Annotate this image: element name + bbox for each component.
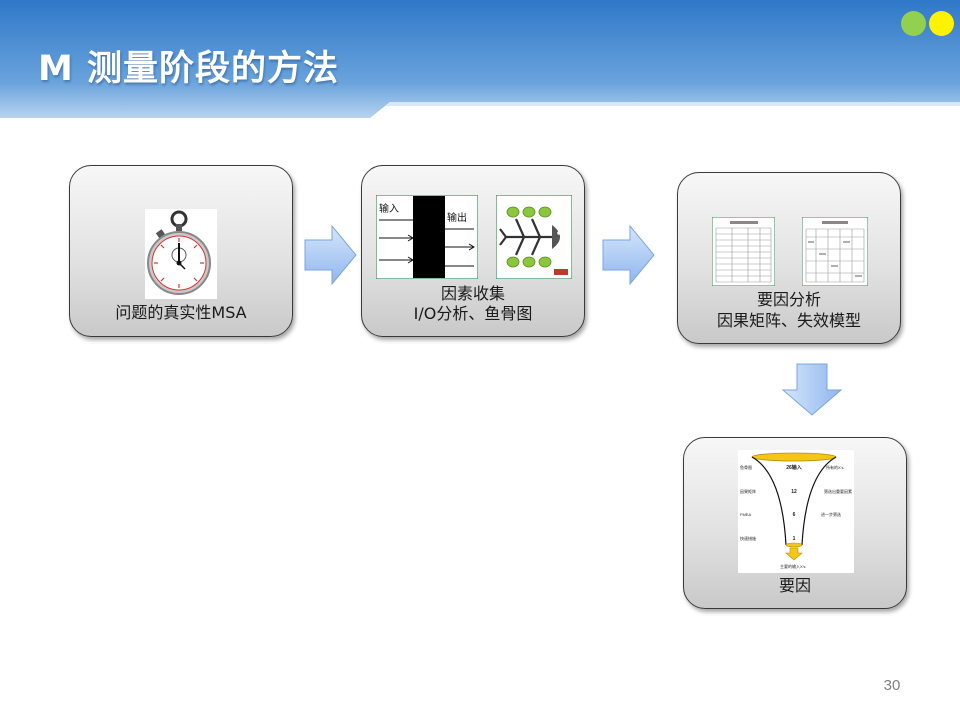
step-msa-box: 问题的真实性MSA xyxy=(69,165,293,337)
cause-effect-matrix-document-icon xyxy=(711,216,776,290)
step-key-causes-label: 要因 xyxy=(778,576,811,595)
funnel-bottom-label: 主要的输入X’s xyxy=(780,563,805,569)
step-factor-collection-box: 输入 输出 因素 xyxy=(361,165,585,337)
funnel-row-1-left: 鱼骨图 xyxy=(740,464,752,470)
step-msa-label: 问题的真实性MSA xyxy=(115,303,247,322)
step-key-cause-analysis-box: 要因分析 因果矩阵、失效模型 xyxy=(677,172,901,344)
step-key-cause-analysis-methods: 因果矩阵、失效模型 xyxy=(716,311,861,330)
funnel-row-1-right: 所有的X’s xyxy=(826,464,843,470)
fmea-document-icon xyxy=(801,216,869,290)
page-number: 30 xyxy=(883,677,901,694)
funnel-row-2-count: 12 xyxy=(791,489,797,495)
green-dot-icon xyxy=(901,11,926,36)
funnel-row-2-left: 因果矩阵 xyxy=(740,488,756,494)
page-title: M 测量阶段的方法 xyxy=(38,49,340,89)
fishbone-icon xyxy=(495,194,573,283)
funnel-row-2-right: 筛选出重要因素 xyxy=(824,488,852,494)
funnel-row-1-count: 26输入 xyxy=(786,464,802,471)
funnel-row-3-right: 进一步筛选 xyxy=(821,511,841,517)
header-band: M 测量阶段的方法 xyxy=(0,0,960,118)
step-key-causes-box: 鱼骨图 因果矩阵 FMEA 快速措施 所有的X’s 筛选出重要因素 进一步筛选 … xyxy=(683,437,907,609)
step-factor-collection-title: 因素收集 xyxy=(440,284,505,303)
step-factor-collection-methods: I/O分析、鱼骨图 xyxy=(413,304,533,323)
funnel-row-3-left: FMEA xyxy=(740,512,751,517)
io-output-label: 输出 xyxy=(447,211,467,224)
yellow-dot-icon xyxy=(929,11,954,36)
step-key-cause-analysis-title: 要因分析 xyxy=(756,290,821,309)
stopwatch-icon xyxy=(145,209,217,303)
funnel-row-4-left: 快速措施 xyxy=(740,535,756,541)
io-analysis-diagram: 输入 输出 xyxy=(375,194,479,283)
arrow-right-icon xyxy=(602,224,655,286)
funnel-row-4-count: 1 xyxy=(793,536,796,542)
header-background xyxy=(0,0,960,118)
io-input-label: 输入 xyxy=(379,202,399,215)
arrow-right-icon xyxy=(304,224,357,286)
funnel-row-3-count: 6 xyxy=(793,512,796,518)
funnel-diagram: 鱼骨图 因果矩阵 FMEA 快速措施 所有的X’s 筛选出重要因素 进一步筛选 … xyxy=(738,450,854,577)
arrow-down-icon xyxy=(781,363,843,416)
